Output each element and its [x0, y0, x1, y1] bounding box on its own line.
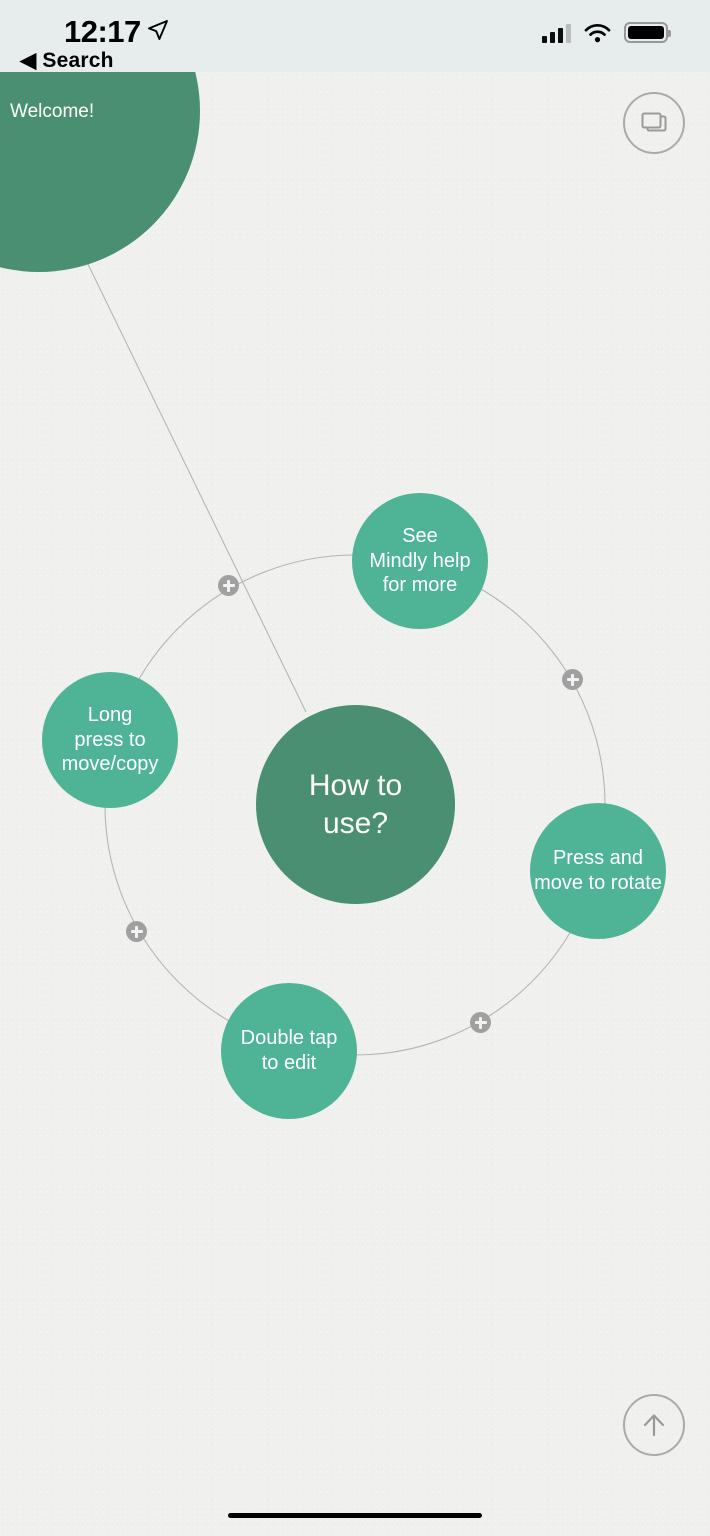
battery-full-icon [624, 22, 671, 43]
node-press-and-move-to-rotate-label: Press and move to rotate [534, 847, 662, 894]
home-indicator [228, 1513, 482, 1518]
cards-stack-icon [641, 112, 667, 132]
back-to-search-button[interactable]: ◀ Search [20, 49, 114, 72]
node-see-mindly-help[interactable]: See Mindly help for more [352, 493, 488, 629]
node-long-press-to-move-copy-label: Long press to move/copy [61, 703, 159, 776]
add-node-button-bottom-left[interactable] [126, 921, 147, 942]
node-how-to-use-label: How to use? [308, 769, 403, 840]
node-how-to-use[interactable]: How to use? [256, 705, 455, 904]
node-see-mindly-help-label: See Mindly help for more [369, 524, 471, 597]
status-bar-indicators [542, 22, 671, 43]
cellular-signal-icon [542, 23, 571, 43]
status-bar-time: 12:17 [64, 14, 141, 49]
location-arrow-icon [148, 20, 168, 40]
node-double-tap-to-edit[interactable]: Double tap to edit [221, 983, 357, 1119]
arrow-up-icon [643, 1414, 665, 1437]
node-long-press-to-move-copy[interactable]: Long press to move/copy [42, 672, 178, 808]
mindmap-canvas[interactable]: Welcome! How to use? See Mindly help for… [0, 72, 710, 1536]
node-double-tap-to-edit-label: Double tap to edit [240, 1027, 338, 1074]
add-node-button-bottom-right[interactable] [470, 1012, 491, 1033]
add-node-button-top-left[interactable] [218, 575, 239, 596]
connector-parent-to-center [83, 255, 307, 713]
go-up-level-button[interactable] [623, 1394, 685, 1456]
status-bar: 12:17 ◀ Search [0, 0, 710, 72]
add-node-button-right[interactable] [562, 669, 583, 690]
wifi-icon [584, 23, 611, 42]
node-welcome-label: Welcome! [10, 101, 95, 122]
ideas-list-button[interactable] [623, 92, 685, 154]
node-press-and-move-to-rotate[interactable]: Press and move to rotate [530, 803, 666, 939]
